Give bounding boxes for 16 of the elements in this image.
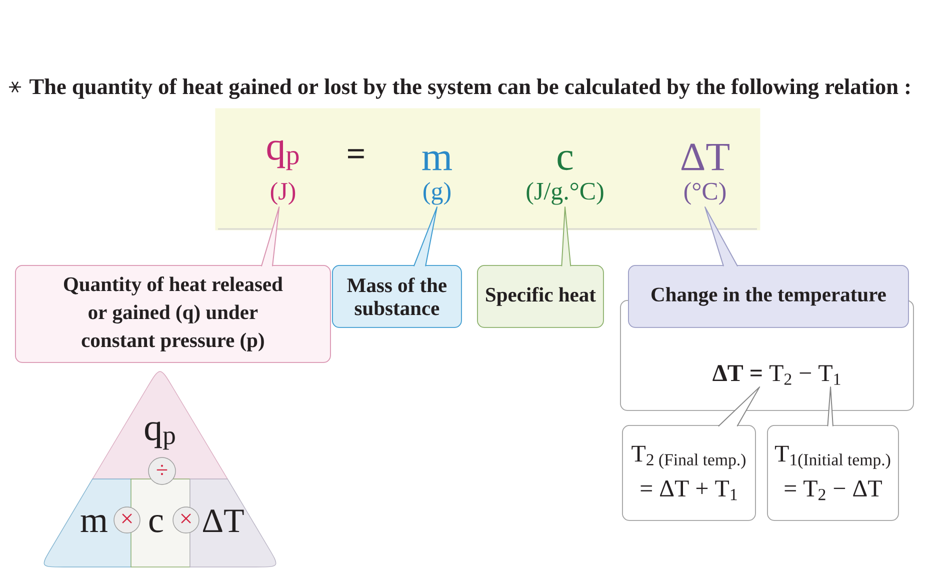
callout-tail [561,206,572,267]
formula-term: ΔT (°C) [681,144,730,205]
callout-tail [260,206,280,267]
callout-tail [704,206,738,267]
callout-tail [827,386,834,427]
formula: ΔT = T$_{2}$ − T$_{1}$ [712,365,840,385]
formula-term: m (g) [422,151,452,205]
callout-tail [718,386,760,427]
triangle-section: ΔT [190,478,276,568]
heading: The quantity of heat gained or lost by the system can be calculated by the following relation : [30,78,910,99]
callout-box: Quantity of heat released or gained (q) under constant pressure (p) [15,265,331,363]
callout-box: Specific heat [477,265,604,328]
formula-term: q$_{p}$ (J) [267,140,299,205]
callout-box: Mass of the substance [332,265,462,328]
callout-tail [413,206,438,267]
formula-term: c (J/g.°C) [526,150,604,205]
